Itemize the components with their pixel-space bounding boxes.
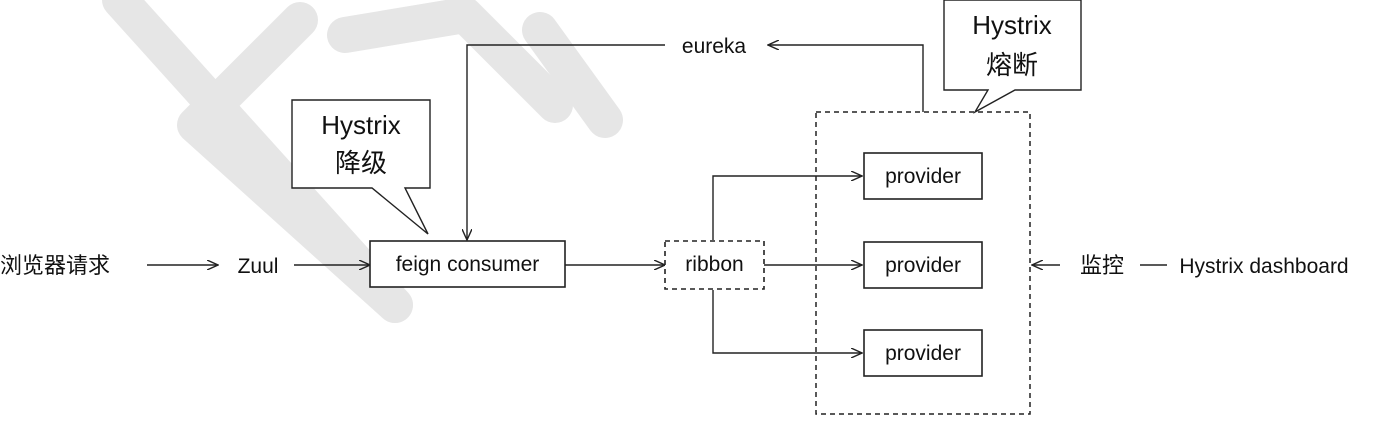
monitor-label: 监控: [1080, 253, 1124, 278]
provider-label: provider: [885, 165, 961, 188]
arrow-ribbon-to-provider-1: [712, 176, 862, 240]
feign-consumer-node: feign consumer: [369, 240, 566, 288]
callout-hystrix-degrade: Hystrix 降级: [291, 99, 431, 235]
ribbon-label: ribbon: [685, 253, 743, 276]
browser-request-label: 浏览器请求: [0, 253, 110, 278]
provider-node-2: provider: [863, 241, 983, 289]
ribbon-node: ribbon: [664, 240, 765, 290]
arrow-providers-to-eureka: [768, 45, 924, 112]
provider-group-boundary: [815, 111, 1031, 415]
arrow-eureka-to-feign: [467, 44, 665, 240]
provider-node-1: provider: [863, 152, 983, 200]
eureka-label: eureka: [682, 35, 747, 58]
callout-breaker-title: Hystrix: [972, 10, 1051, 40]
provider-node-3: provider: [863, 329, 983, 377]
arrow-ribbon-to-provider-3: [712, 290, 862, 353]
feign-consumer-label: feign consumer: [396, 253, 540, 276]
provider-label: provider: [885, 254, 961, 277]
callout-hystrix-breaker: Hystrix 熔断: [943, 0, 1082, 114]
provider-label: provider: [885, 342, 961, 365]
hystrix-dashboard-label: Hystrix dashboard: [1179, 255, 1348, 278]
callout-breaker-subtitle: 熔断: [986, 50, 1038, 80]
connectors: [147, 45, 1167, 353]
zuul-label: Zuul: [238, 255, 279, 278]
callout-degrade-subtitle: 降级: [335, 148, 387, 178]
callout-degrade-title: Hystrix: [321, 110, 400, 140]
